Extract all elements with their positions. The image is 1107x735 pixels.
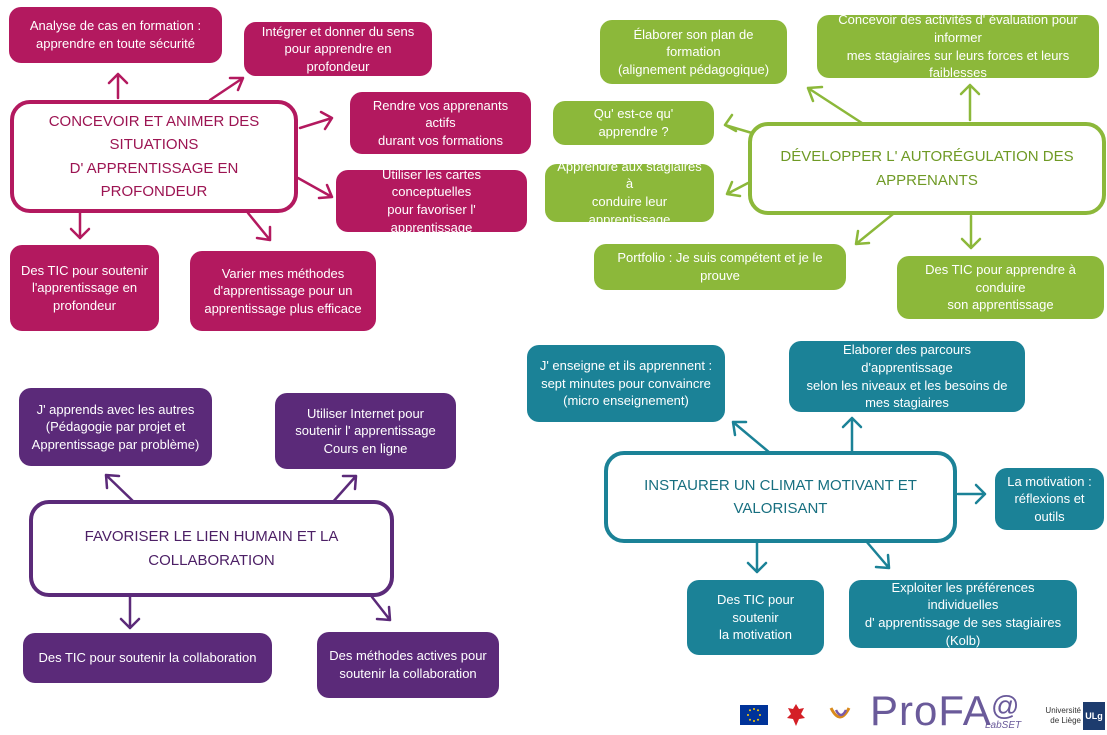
partner-logos: ProFA @ LabSET Université de Liège ULg	[735, 688, 1107, 735]
node-apprends-avec-autres: J' apprends avec les autres (Pédagogie p…	[19, 388, 212, 466]
node-cartes-conceptuelles: Utiliser les cartes conceptuelles pour f…	[336, 167, 527, 235]
profa-logo: ProFA	[870, 687, 992, 734]
hub-lien-humain-collaboration: FAVORISER LE LIEN HUMAIN ET LA COLLABORA…	[29, 500, 394, 597]
node-portfolio: Portfolio : Je suis compétent et je le p…	[594, 244, 846, 290]
node-parcours-apprentissage: Elaborer des parcours d'apprentissage se…	[789, 341, 1025, 412]
eu-flag-logo	[740, 705, 768, 725]
node-tic-profondeur: Des TIC pour soutenir l'apprentissage en…	[10, 245, 159, 331]
hub-climat-motivant: INSTAURER UN CLIMAT MOTIVANT ET VALORISA…	[604, 451, 957, 543]
node-quest-ce-quapprendre: Qu' est-ce qu' apprendre ?	[553, 101, 714, 145]
node-analyse-de-cas: Analyse de cas en formation : apprendre …	[9, 7, 222, 63]
at-sign-icon: @	[991, 690, 1020, 721]
node-apprenants-actifs: Rendre vos apprenants actifs durant vos …	[350, 92, 531, 154]
node-activites-evaluation: Concevoir des activités d' évaluation po…	[817, 12, 1099, 80]
node-plan-formation: Élaborer son plan de formation (aligneme…	[600, 20, 787, 84]
node-tic-motivation: Des TIC pour soutenir la motivation	[687, 580, 824, 655]
node-preferences-kolb: Exploiter les préférences individuelles …	[849, 580, 1077, 648]
labset-logo: @ LabSET	[985, 690, 1027, 735]
node-motivation-outils: La motivation : réflexions et outils	[995, 468, 1104, 530]
node-methodes-actives: Des méthodes actives pour soutenir la co…	[317, 632, 499, 698]
node-integrer-sens: Intégrer et donner du sens pour apprendr…	[244, 22, 432, 76]
node-tic-conduire: Des TIC pour apprendre à conduire son ap…	[897, 256, 1104, 319]
node-internet-cours-en-ligne: Utiliser Internet pour soutenir l' appre…	[275, 393, 456, 469]
ulg-logo: ULg	[1083, 702, 1105, 730]
hub-autoregulation: DÉVELOPPER L' AUTORÉGULATION DES APPRENA…	[748, 122, 1106, 215]
node-conduire-apprentissage: Apprendre aux stagiaires à conduire leur…	[545, 159, 714, 227]
node-varier-methodes: Varier mes méthodes d'apprentissage pour…	[190, 251, 376, 331]
wallonia-rooster-logo	[787, 704, 805, 726]
hub-concevoir-animer: CONCEVOIR ET ANIMER DES SITUATIONS D' AP…	[10, 100, 298, 213]
university-label: Université de Liège	[1045, 706, 1081, 725]
node-micro-enseignement: J' enseigne et ils apprennent : sept min…	[527, 345, 725, 422]
federation-logo	[829, 707, 851, 719]
node-tic-collaboration: Des TIC pour soutenir la collaboration	[23, 633, 272, 683]
labset-label: LabSET	[985, 720, 1022, 731]
